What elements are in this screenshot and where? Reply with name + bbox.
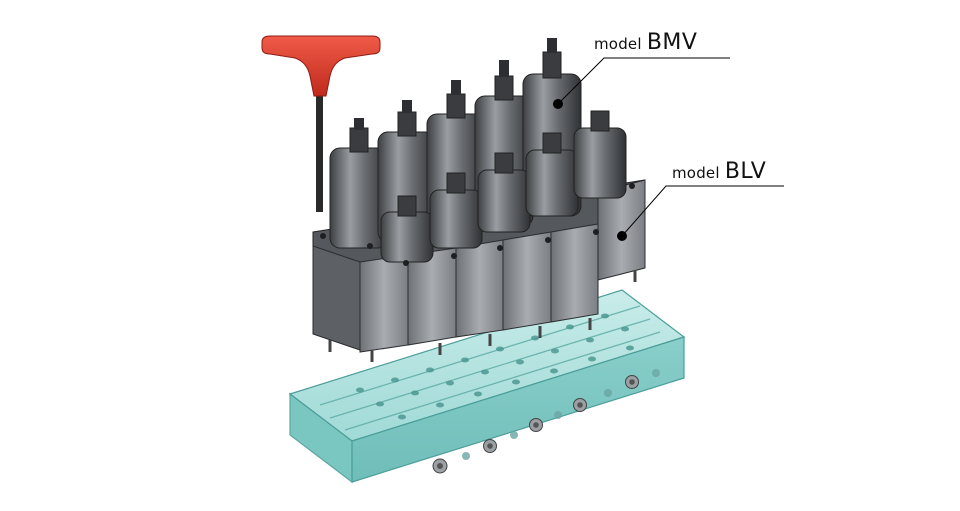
manifold-block-icon	[288, 289, 686, 484]
callout-bmv-name: BMV	[646, 30, 698, 55]
callout-blv-name: BLV	[724, 159, 767, 184]
callout-blv-prefix: model	[672, 164, 720, 182]
valve-cylinders-front	[380, 110, 627, 263]
callout-label-blv: model BLV	[672, 161, 766, 183]
callout-dot-bmv	[553, 99, 563, 109]
callout-bmv-prefix: model	[594, 35, 642, 53]
valve-stack	[312, 38, 646, 362]
callout-dot-blv	[617, 231, 627, 241]
callout-label-bmv: model BMV	[594, 32, 697, 54]
hex-key-icon	[261, 35, 381, 212]
callout-leaders	[557, 57, 784, 237]
